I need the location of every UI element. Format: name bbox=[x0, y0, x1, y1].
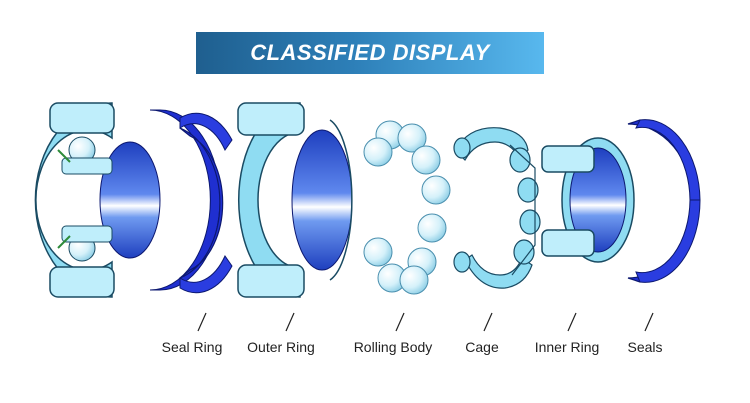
rolling-body-icon bbox=[363, 120, 451, 295]
banner-title: CLASSIFIED DISPLAY bbox=[250, 40, 490, 65]
inner-ring-icon bbox=[541, 137, 635, 263]
leader-cage bbox=[483, 312, 493, 332]
label-rolling-body: Rolling Body bbox=[353, 339, 433, 355]
cage-icon bbox=[453, 127, 541, 289]
assembled-bearing-icon bbox=[34, 102, 221, 298]
leader-outer-ring bbox=[285, 312, 295, 332]
label-seal-ring: Seal Ring bbox=[161, 339, 223, 355]
title-banner: CLASSIFIED DISPLAY bbox=[196, 32, 544, 74]
leader-lines bbox=[197, 312, 654, 332]
label-seals: Seals bbox=[627, 339, 663, 355]
label-outer-ring: Outer Ring bbox=[247, 339, 315, 355]
seal-ring-icon bbox=[179, 112, 233, 294]
leader-seals bbox=[644, 312, 654, 332]
leader-inner-ring bbox=[567, 312, 577, 332]
label-inner-ring: Inner Ring bbox=[534, 339, 600, 355]
seals-icon bbox=[627, 119, 701, 283]
label-cage: Cage bbox=[465, 339, 499, 355]
leader-seal-ring bbox=[197, 312, 207, 332]
outer-ring-icon bbox=[237, 102, 353, 298]
leader-rolling-body bbox=[395, 312, 405, 332]
